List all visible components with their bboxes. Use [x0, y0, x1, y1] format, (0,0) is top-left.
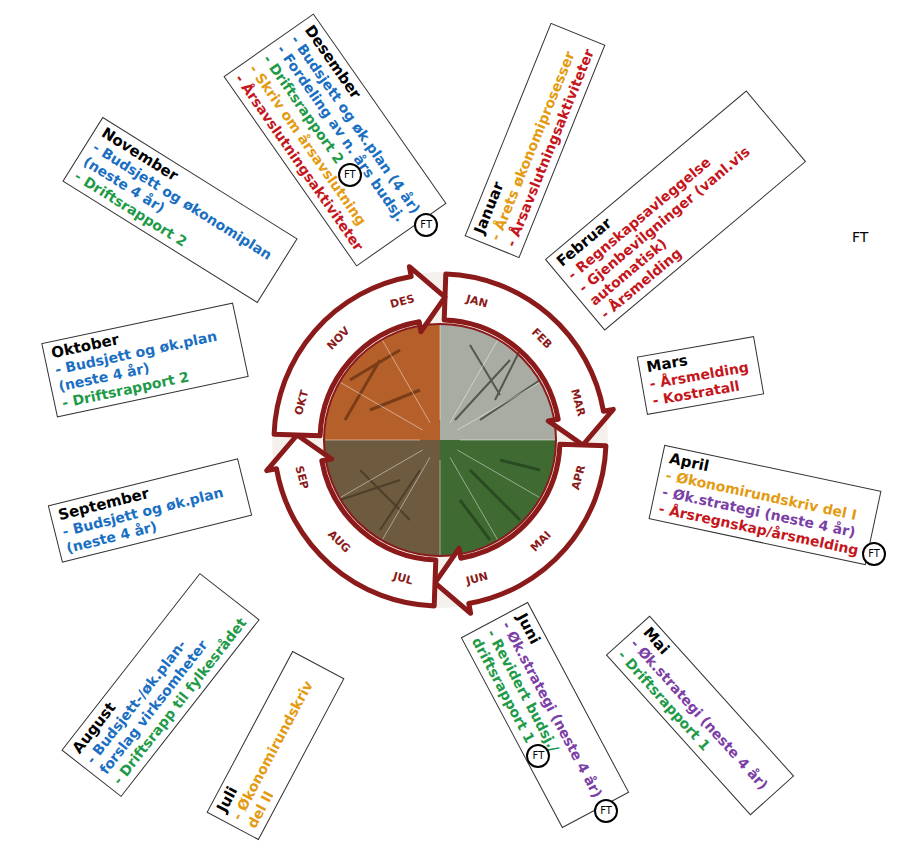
month-divider [324, 440, 420, 441]
ft-circle: FT [414, 213, 438, 237]
month-divider [340, 450, 423, 498]
month-box: Oktober- Budsjett og øk.plan (neste 4 år… [41, 302, 249, 417]
month-box: Mai- Øk.strategi (neste 4 år)- Driftsrap… [606, 615, 794, 815]
month-box: Juni- Øk.strategi (neste 4 år)- Revidert… [461, 602, 630, 828]
month-divider [440, 324, 441, 420]
month-divider [450, 457, 498, 540]
month-box: Mars- Årsmelding- Kostratall [636, 336, 763, 415]
winter-photo [440, 324, 556, 440]
photo-rim [324, 324, 556, 556]
autumn-photo [324, 324, 440, 440]
cycle-arrows [267, 267, 614, 614]
cycle-arrow [435, 444, 606, 613]
task-item: - Budsjett og økonomiplan (neste 4 år) [80, 139, 279, 281]
ft-mark: FT [600, 806, 612, 816]
month-box: August- Budsjett-/øk.plan- forslag virks… [61, 573, 259, 797]
month-dividers [324, 324, 556, 556]
month-divider [382, 340, 430, 423]
ft-mark: FT [420, 220, 432, 230]
late-summer-photo [324, 440, 440, 556]
ft-circle: FT [338, 163, 362, 187]
cycle-arrow [274, 267, 445, 436]
task-item: - Driftsrapport 1 [614, 646, 760, 806]
month-divider [460, 440, 556, 441]
month-box: April- Økonomirundskriv del I- Øk.strate… [649, 445, 882, 565]
task-item: - Budsjett og øk.plan (neste 4 år) [61, 480, 244, 557]
ft-circle: FT [862, 542, 886, 566]
task-item: - Årsavslutningsaktiviteter [503, 44, 599, 249]
ft-mark: FT [868, 549, 880, 559]
ft-mark: FT [533, 751, 545, 761]
task-item: - Årets økonomiprosesser [487, 38, 583, 243]
cycle-arrow [267, 435, 436, 606]
month-box: Januar- Årets økonomiprosesser- Årsavslu… [465, 22, 606, 257]
ft-mark: FT [344, 170, 356, 180]
month-divider [457, 382, 540, 430]
summer-photo [440, 440, 556, 556]
month-box: Februar- Regnskapsavleggelse- Gjenbevilg… [544, 90, 805, 330]
month-box: Juli- Økonomirundskriv del II [206, 650, 344, 839]
month-box: September- Budsjett og øk.plan (neste 4 … [48, 458, 252, 563]
ft-circle: FT [594, 799, 618, 823]
task-item: - Budsjett-/øk.plan- forslag virksomhete… [82, 592, 237, 778]
task-item: - Øk.strategi (neste 4 år) [627, 635, 773, 795]
note-mark: FT [852, 229, 868, 245]
month-divider [440, 460, 441, 556]
month-box: November- Budsjett og økonomiplan (neste… [62, 117, 297, 303]
task-item: - Økonomirundskriv del II [228, 667, 336, 830]
